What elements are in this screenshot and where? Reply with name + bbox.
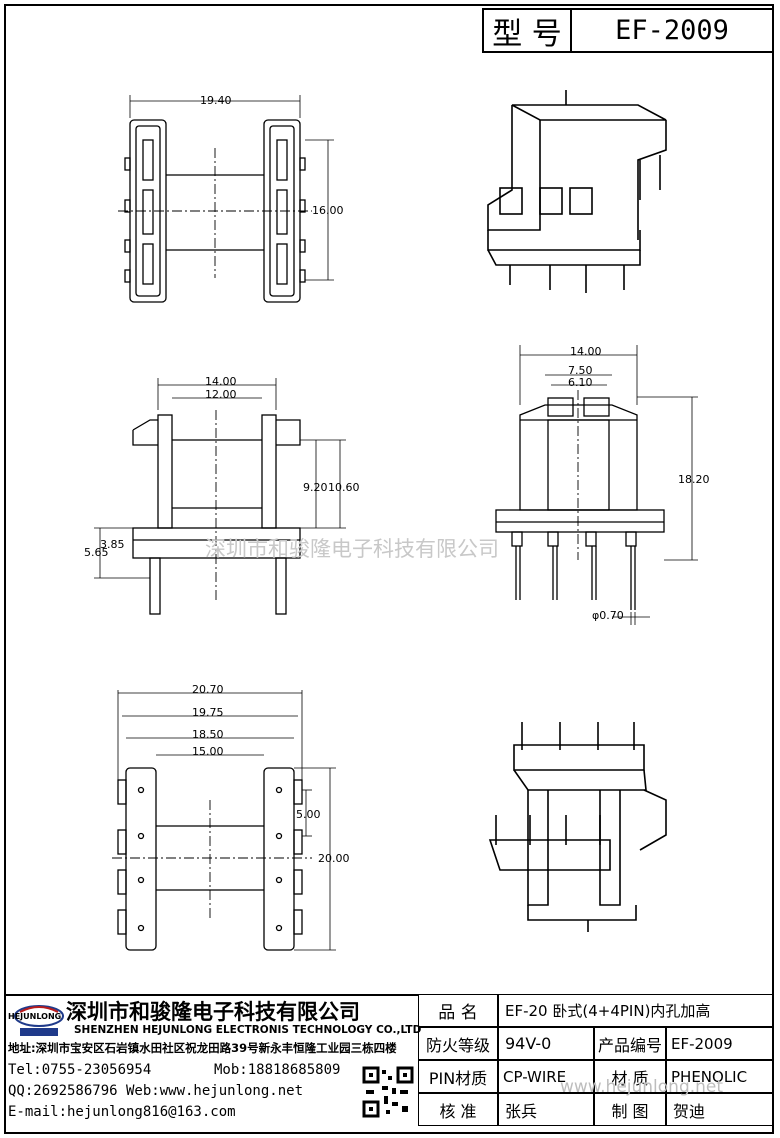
dim-r-value: 5.00: [296, 808, 321, 821]
dim-q-value: 15.00: [192, 745, 224, 758]
company-block: HEJUNLONG 深圳市和骏隆电子科技有限公司 SHENZHEN HEJUNL…: [4, 994, 422, 1126]
spec-name-label-cell: 品 名: [418, 994, 498, 1027]
front-view: [94, 378, 346, 615]
spec-table: 品 名 EF-20 卧式(4+4PIN)内孔加高 防火等级 94V-0 产品编号…: [418, 994, 774, 1126]
dim-j-value: 7.50: [568, 364, 593, 377]
company-logo-icon: [14, 1005, 64, 1036]
dim-b-value: 16.00: [312, 204, 344, 217]
dim-c-value: 14.00: [205, 375, 237, 388]
spec-pin-label: PIN材质: [428, 1068, 488, 1088]
spec-material-value: PHENOLIC: [671, 1067, 748, 1086]
spec-draw-value-cell: 贺迪: [666, 1093, 774, 1126]
isometric-view-bottom: [488, 722, 667, 932]
isometric-view-top: [487, 90, 667, 293]
dimension-labels: 19.40 16.00 14.00 12.00 9.20 10.60 3.85 …: [84, 94, 710, 865]
model-number: EF-2009: [615, 15, 729, 46]
spec-code-value-cell: EF-2009: [666, 1027, 774, 1060]
title-type-cell: 型 号: [482, 8, 572, 53]
company-address: 地址:深圳市宝安区石岩镇水田社区祝龙田路39号新永丰恒隆工业园三栋四楼: [8, 1041, 397, 1055]
spec-draw-label-cell: 制 图: [594, 1093, 666, 1126]
spec-approve-label: 核 准: [439, 1101, 477, 1121]
side-view: [495, 345, 698, 625]
spec-code-value: EF-2009: [671, 1034, 733, 1053]
company-name-cn: 深圳市和骏隆电子科技有限公司: [66, 1000, 360, 1024]
dim-d-value: 12.00: [205, 388, 237, 401]
spec-code-label: 产品编号: [597, 1035, 662, 1055]
spec-draw-label: 制 图: [611, 1101, 649, 1121]
title-model-cell: EF-2009: [570, 8, 774, 53]
top-view: [118, 95, 334, 303]
spec-fire-label: 防火等级: [425, 1035, 490, 1055]
spec-approve-label-cell: 核 准: [418, 1093, 498, 1126]
spec-pin-label-cell: PIN材质: [418, 1060, 498, 1093]
spec-material-label: 材 质: [611, 1068, 649, 1088]
dim-g-value: 3.85: [100, 538, 125, 551]
company-email: E-mail:hejunlong816@163.com: [8, 1104, 236, 1120]
dim-i-value: 14.00: [570, 345, 602, 358]
company-logo-text: HEJUNLONG: [8, 1012, 62, 1021]
spec-fire-label-cell: 防火等级: [418, 1027, 498, 1060]
spec-material-value-cell: PHENOLIC: [666, 1060, 774, 1093]
dim-s-value: 20.00: [318, 852, 350, 865]
spec-pin-value-cell: CP-WIRE: [498, 1060, 594, 1093]
spec-fire-value-cell: 94V-0: [498, 1027, 594, 1060]
dim-p-value: 18.50: [192, 728, 224, 741]
dim-f-value: 10.60: [328, 481, 360, 494]
company-name-en: SHENZHEN HEJUNLONG ELECTRONIS TECHNOLOGY…: [74, 1024, 422, 1036]
drawing-frame: [4, 4, 774, 1134]
dim-n-value: 20.70: [192, 683, 224, 696]
company-tel: Tel:0755-23056954: [8, 1062, 152, 1078]
spec-name-label: 品 名: [438, 1003, 478, 1023]
qr-code-icon: [362, 1066, 414, 1118]
dim-o-value: 19.75: [192, 706, 224, 719]
spec-material-label-cell: 材 质: [594, 1060, 666, 1093]
spec-approve-value: 张兵: [505, 1101, 538, 1121]
dim-h-value: 5.65: [84, 546, 109, 559]
dim-a-value: 19.40: [200, 94, 232, 107]
spec-fire-value: 94V-0: [505, 1034, 552, 1053]
dim-m-value: φ0.70: [592, 609, 624, 622]
dim-k-value: 6.10: [568, 376, 593, 389]
spec-pin-value: CP-WIRE: [503, 1067, 567, 1086]
bottom-view: [112, 690, 336, 951]
company-mob: Mob:18818685809: [214, 1062, 341, 1078]
technical-drawing: [94, 90, 698, 951]
spec-approve-value-cell: 张兵: [498, 1093, 594, 1126]
spec-name-value: EF-20 卧式(4+4PIN)内孔加高: [505, 1002, 711, 1020]
dim-l-value: 18.20: [678, 473, 710, 486]
dim-e-value: 9.20: [303, 481, 328, 494]
spec-name-value-cell: EF-20 卧式(4+4PIN)内孔加高: [498, 994, 774, 1027]
company-qq-web: QQ:2692586796 Web:www.hejunlong.net: [8, 1083, 304, 1099]
spec-code-label-cell: 产品编号: [594, 1027, 666, 1060]
type-label: 型 号: [492, 16, 562, 52]
spec-draw-value: 贺迪: [673, 1101, 706, 1121]
